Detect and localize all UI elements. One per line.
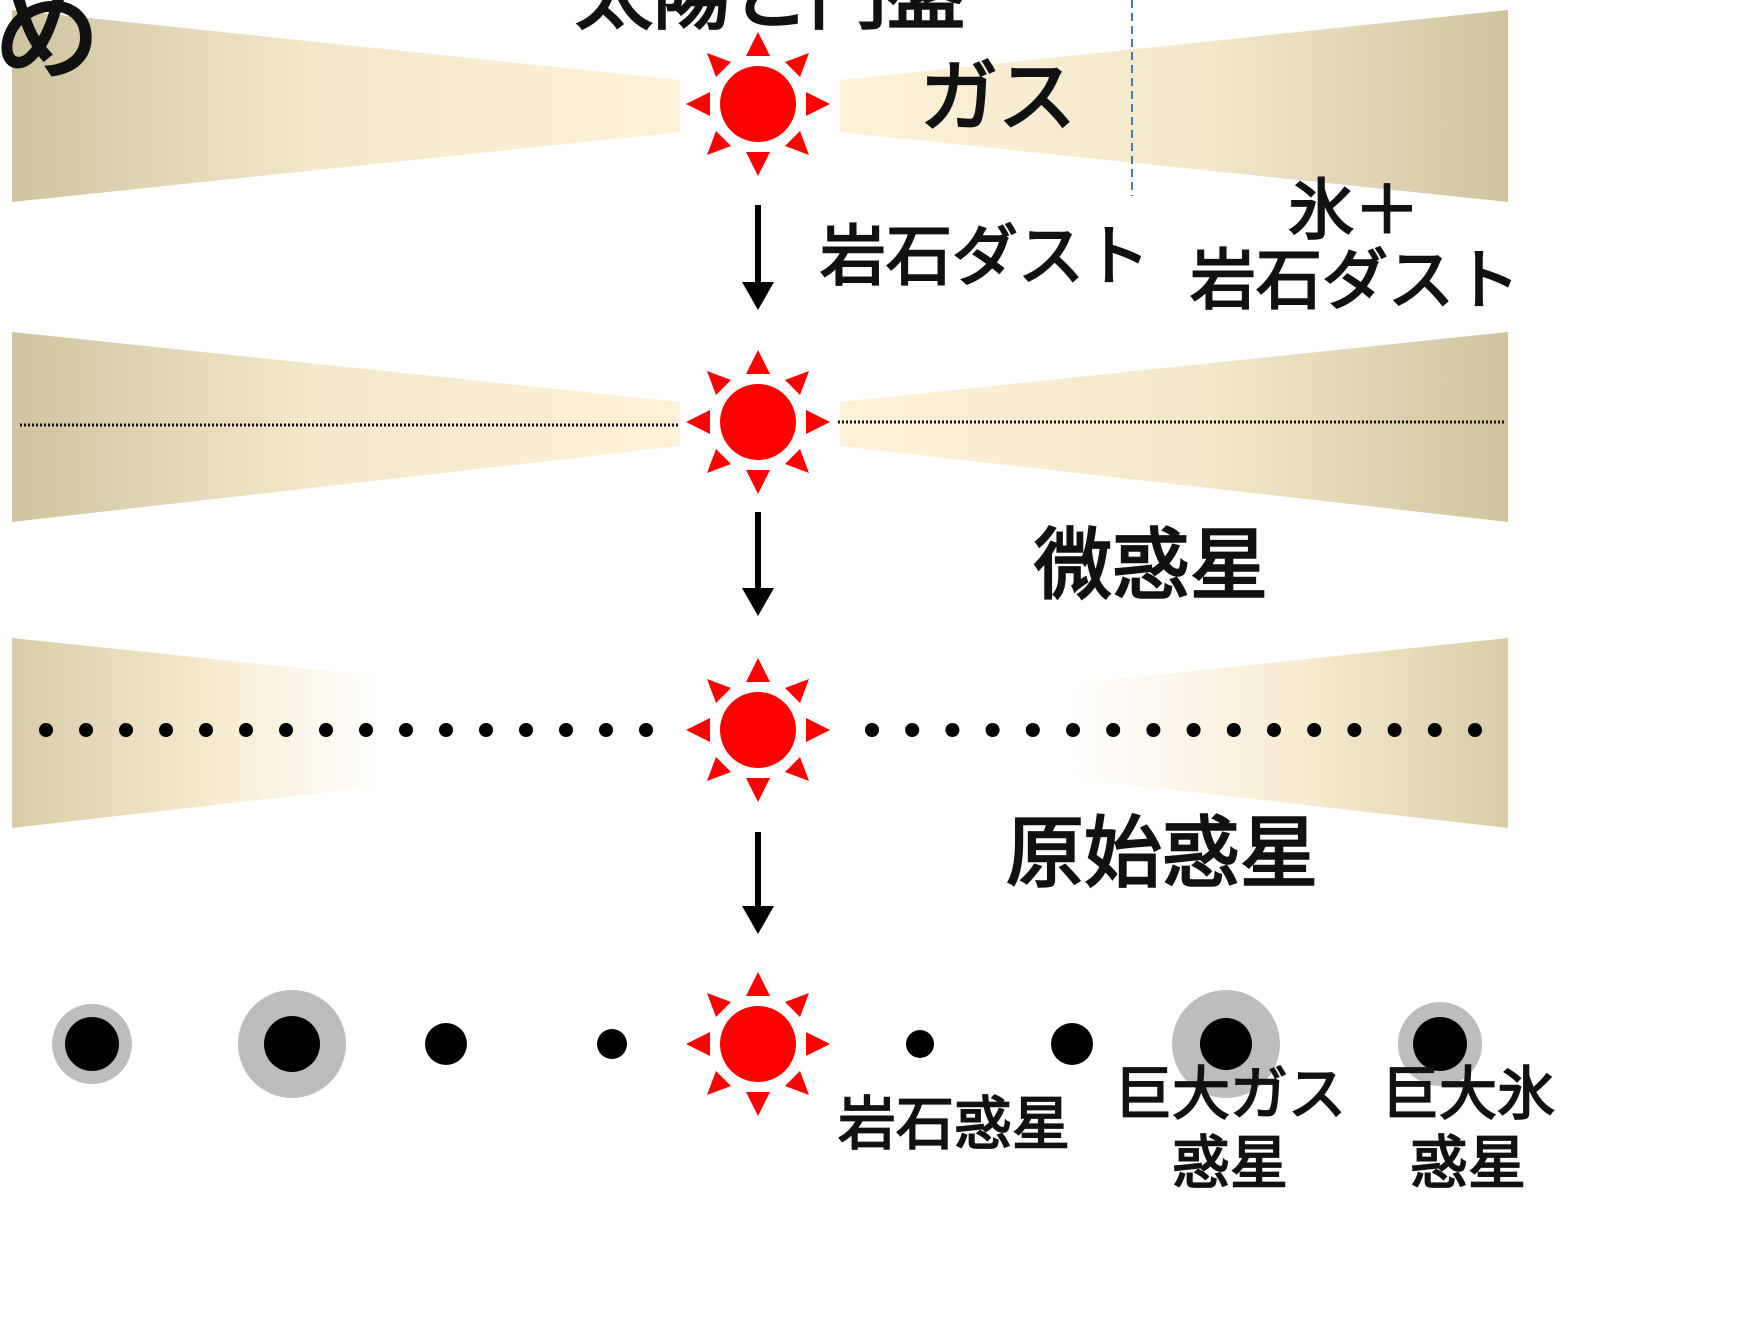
label-rock-dust: 岩石ダスト [820, 218, 1150, 295]
title-partial: 太陽と円盤 [575, 0, 965, 38]
planet-icon [1051, 1023, 1093, 1065]
planetesimal-dot [1066, 723, 1080, 737]
label-rocky-planets: 岩石惑星 [838, 1090, 1071, 1158]
planetesimal-dot [1025, 723, 1040, 737]
planetesimal-dot [119, 723, 133, 737]
disk-right-2 [840, 332, 1508, 522]
label-ice-rock-dust: 岩石ダスト [1190, 242, 1520, 319]
planetesimal-dot [1307, 723, 1322, 737]
planetesimal-dot [359, 723, 373, 737]
planetesimal-dot [79, 723, 93, 737]
planet-icon [906, 1030, 934, 1058]
planetesimal-dot [945, 723, 960, 737]
planetesimal-dot [1267, 723, 1281, 737]
planet-icon [425, 1023, 467, 1065]
label-ice-giant-line2: 惑星 [1409, 1128, 1526, 1197]
planetesimal-dot [1468, 723, 1482, 737]
sun-icon [686, 32, 830, 176]
planetesimal-dot [599, 723, 613, 737]
planetesimal-dot [1387, 723, 1402, 737]
down-arrow-icon [742, 205, 774, 310]
planetesimal-dot [985, 723, 1000, 737]
planet-icon [1172, 990, 1280, 1098]
planetesimal-dot [279, 723, 293, 737]
planetesimal-dot [159, 723, 173, 737]
disk-right-3 [840, 638, 1508, 828]
planetesimal-dot [239, 723, 253, 737]
planetesimal-dot [1427, 723, 1442, 737]
planetesimal-dot [319, 723, 333, 737]
planet-icon [597, 1029, 627, 1059]
label-ice-giant-line1: 巨大氷 [1380, 1060, 1555, 1128]
planetesimal-dot [905, 723, 920, 737]
sun-icon [686, 972, 830, 1116]
planetesimal-dot [1146, 723, 1161, 737]
label-ice-plus: 氷＋ [1288, 172, 1420, 249]
disk-right-1 [840, 10, 1508, 202]
label-gas: ガス [920, 53, 1077, 143]
sun-icon [686, 658, 830, 802]
label-protoplanets: 原始惑星 [1006, 809, 1319, 899]
planetesimal-dot [39, 723, 53, 737]
label-gas-giant: 巨大ガス 惑星 [1112, 1064, 1348, 1194]
planetesimal-dot [479, 723, 493, 737]
planetesimal-row [39, 723, 1482, 737]
planetesimal-dot [519, 723, 533, 737]
planetesimal-dot [639, 723, 653, 737]
label-gas-giant-line1: 巨大ガス [1113, 1060, 1346, 1128]
planetesimal-dot [559, 723, 573, 737]
planetesimal-dot [1186, 723, 1201, 737]
disk-left-1 [12, 10, 680, 202]
planetesimal-dot [865, 723, 879, 737]
disk-left-3 [12, 638, 680, 828]
down-arrow-icon [742, 832, 774, 934]
label-gas-giant-line2: 惑星 [1171, 1128, 1288, 1197]
planetesimal-dot [1106, 723, 1121, 737]
label-ice-giant: 巨大氷 惑星 [1376, 1064, 1560, 1194]
down-arrow-icon [742, 512, 774, 616]
planet-icon [1398, 1002, 1482, 1086]
label-planetesimals: 微惑星 [1034, 521, 1269, 611]
planetesimal-dot [439, 723, 453, 737]
corner-partial: め [0, 0, 100, 95]
planetesimal-dot [399, 723, 413, 737]
sun-icon [686, 350, 830, 494]
planetesimal-dot [1226, 723, 1241, 737]
planet-icon [238, 990, 346, 1098]
planetesimal-dot [1347, 723, 1362, 737]
planet-icon [52, 1004, 132, 1084]
planetesimal-dot [199, 723, 213, 737]
disk-left-2 [12, 332, 680, 522]
